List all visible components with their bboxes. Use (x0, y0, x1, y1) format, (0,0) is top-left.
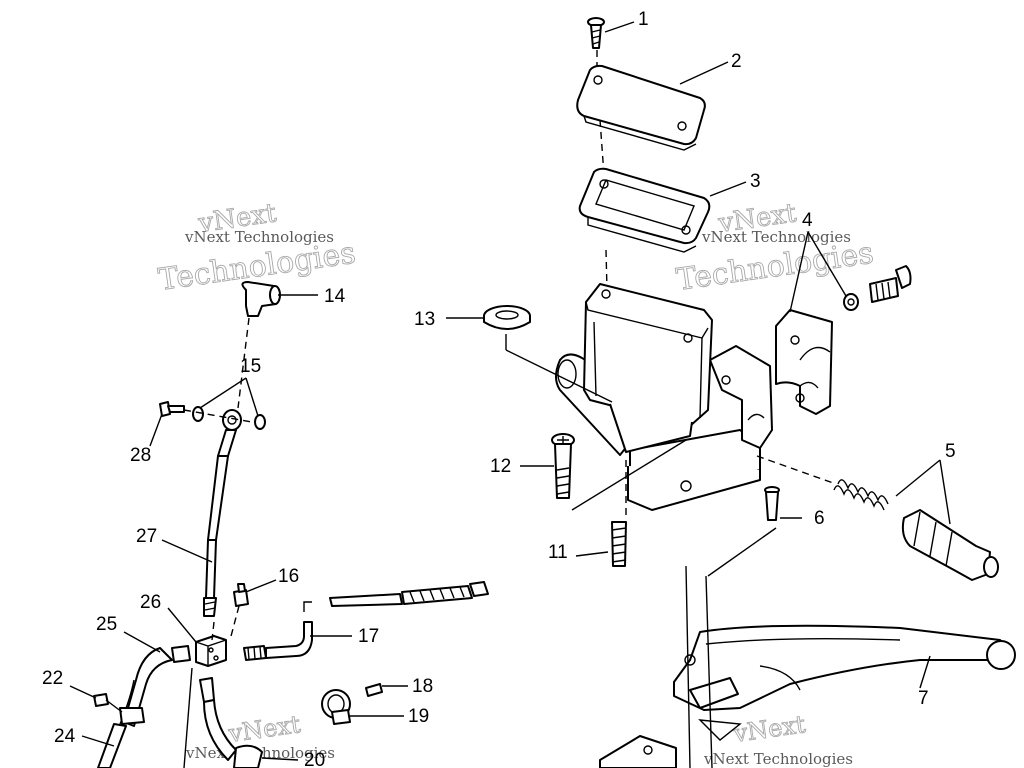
callout-26: 26 (140, 592, 161, 613)
callout-14: 14 (324, 286, 346, 307)
callout-15: 15 (240, 356, 261, 377)
leader-lines (69, 21, 951, 761)
part-6-pivot-bolt (764, 486, 780, 521)
callout-11: 11 (548, 542, 568, 563)
part-12-body-screw (551, 433, 575, 499)
part-22-hose-fitting (93, 693, 123, 713)
callout-6: 6 (814, 508, 825, 529)
alignment-line (237, 317, 250, 409)
callout-18: 18 (412, 676, 433, 697)
callout-7: 7 (918, 688, 929, 709)
part-4-handlebar-clamp (775, 309, 833, 415)
callout-25: 25 (96, 614, 117, 635)
alignment-line (685, 565, 691, 768)
callout-13: 13 (414, 309, 435, 330)
part-4-clamp-bolt (843, 265, 912, 311)
callout-1: 1 (638, 9, 649, 30)
part-18-bleeder-screw (365, 683, 383, 697)
callout-19: 19 (408, 706, 429, 727)
callout-3: 3 (750, 171, 761, 192)
part-28-banjo-bolt (159, 401, 185, 417)
part-17-brake-line (243, 581, 489, 661)
part-19-hose-clamp (321, 689, 351, 725)
master-cylinder-body (555, 283, 773, 511)
callout-4: 4 (802, 210, 813, 231)
alignment-line (211, 621, 215, 641)
callout-16: 16 (278, 566, 299, 587)
part-26-junction-block (195, 635, 227, 667)
watermark-company: vNext Technologies (184, 228, 334, 246)
part-5-spring-and-piston (833, 479, 999, 581)
callout-12: 12 (490, 456, 511, 477)
callout-labels: 1 2 3 4 5 6 7 11 12 13 14 15 16 17 18 19… (42, 9, 956, 768)
callout-20: 20 (304, 750, 325, 768)
alignment-line (605, 249, 608, 291)
part-25-brake-hose (119, 645, 191, 727)
callout-17: 17 (358, 626, 379, 647)
callout-5: 5 (945, 441, 956, 462)
alignment-line (229, 605, 240, 641)
part-3-diaphragm-gasket (578, 167, 711, 253)
watermark-bottom-right: vNext vNext Technologies (703, 710, 853, 768)
callout-27: 27 (136, 526, 157, 547)
watermark-brand: vNext (731, 710, 807, 748)
part-2-reservoir-cover (576, 64, 706, 151)
alignment-line (756, 455, 837, 485)
callout-24: 24 (54, 726, 76, 747)
alignment-line (705, 575, 713, 768)
callout-2: 2 (731, 51, 742, 72)
part-11-mount-screw (611, 521, 627, 567)
alignment-line (599, 119, 605, 176)
alignment-line (183, 667, 193, 768)
part-7-brake-lever (599, 624, 1016, 768)
part-15-sealing-washers (192, 406, 266, 431)
part-16-bleeder-valve (233, 583, 249, 607)
part-1-cover-screw (587, 17, 605, 49)
part-20-brake-hose (199, 677, 263, 768)
watermark-company: vNext Technologies (703, 750, 853, 768)
part-14-banjo-boot (241, 281, 281, 317)
watermark-brand: vNext (226, 710, 302, 748)
part-13-boot-cap (483, 305, 531, 330)
callout-22: 22 (42, 668, 63, 689)
part-27-brake-hose (203, 429, 237, 617)
callout-28: 28 (130, 445, 151, 466)
